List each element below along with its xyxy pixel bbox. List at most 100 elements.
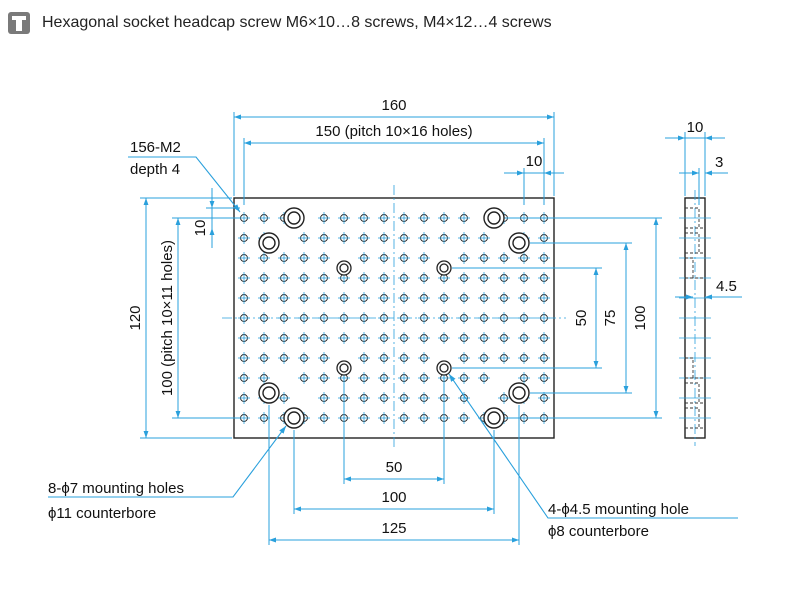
- tapped-hole: [238, 232, 250, 244]
- note-m6-line1: 8-ϕ7 mounting holes: [48, 480, 184, 497]
- tapped-hole: [418, 392, 430, 404]
- dim-thickness-label: 10: [687, 119, 704, 136]
- tapped-hole: [258, 292, 270, 304]
- tapped-hole: [458, 372, 470, 384]
- header: Hexagonal socket headcap screw M6×10…8 s…: [8, 10, 552, 36]
- tapped-hole: [278, 292, 290, 304]
- tapped-hole: [318, 252, 330, 264]
- tapped-hole: [538, 392, 550, 404]
- tapped-hole: [518, 352, 530, 364]
- tapped-hole: [238, 352, 250, 364]
- tapped-hole: [398, 252, 410, 264]
- tapped-hole: [458, 332, 470, 344]
- tapped-hole: [258, 312, 270, 324]
- tapped-hole: [318, 232, 330, 244]
- tapped-hole: [418, 252, 430, 264]
- tapped-hole: [238, 332, 250, 344]
- tapped-hole: [338, 312, 350, 324]
- dim-counterbore-depth-label: 4.5: [716, 278, 737, 295]
- tapped-hole: [458, 312, 470, 324]
- tapped-hole: [418, 232, 430, 244]
- tapped-hole: [478, 252, 490, 264]
- tapped-hole: [478, 352, 490, 364]
- side-view: 10 3 4.5: [665, 119, 742, 446]
- tapped-hole: [378, 312, 390, 324]
- tapped-hole: [238, 312, 250, 324]
- tapped-hole: [458, 272, 470, 284]
- tapped-hole: [278, 312, 290, 324]
- tapped-hole: [318, 352, 330, 364]
- tapped-hole: [538, 232, 550, 244]
- dim-m4-spacing-y-label: 50: [573, 310, 590, 327]
- tapped-hole: [478, 292, 490, 304]
- tapped-hole: [378, 352, 390, 364]
- tapped-hole: [358, 332, 370, 344]
- tapped-hole: [358, 372, 370, 384]
- m6-mounting-holes: [258, 207, 530, 429]
- tapped-hole: [278, 272, 290, 284]
- tapped-hole: [498, 352, 510, 364]
- tapped-hole: [398, 392, 410, 404]
- m4-hole: [436, 260, 452, 276]
- dim-m6-spacing-y-outer-label: 100: [632, 305, 649, 330]
- tapped-hole: [358, 292, 370, 304]
- m6-hole: [258, 382, 280, 404]
- tapped-hole: [538, 372, 550, 384]
- page-title: Hexagonal socket headcap screw M6×10…8 s…: [42, 14, 552, 31]
- tapped-hole: [398, 312, 410, 324]
- hidden-counterbore-top: [685, 207, 705, 279]
- tapped-hole: [538, 252, 550, 264]
- tapped-hole: [398, 352, 410, 364]
- tapped-hole: [298, 232, 310, 244]
- tapped-hole: [318, 312, 330, 324]
- tapped-hole: [458, 252, 470, 264]
- tapped-hole: [338, 332, 350, 344]
- tapped-hole: [378, 252, 390, 264]
- tapped-hole: [258, 372, 270, 384]
- tapped-hole: [518, 312, 530, 324]
- tapped-hole: [438, 292, 450, 304]
- dim-hole-pitch-height-label: 100 (pitch 10×11 holes): [159, 240, 176, 396]
- m6-hole: [258, 232, 280, 254]
- tapped-hole: [258, 332, 270, 344]
- tapped-hole: [318, 392, 330, 404]
- m6-hole: [508, 382, 530, 404]
- note-tapped-holes-line2: depth 4: [130, 161, 180, 178]
- tapped-hole: [498, 392, 510, 404]
- tapped-hole: [418, 312, 430, 324]
- tapped-hole: [318, 372, 330, 384]
- tapped-hole: [358, 212, 370, 224]
- tapped-hole: [538, 352, 550, 364]
- tapped-hole: [358, 252, 370, 264]
- m4-mounting-holes: [336, 260, 452, 376]
- tapped-hole: [278, 252, 290, 264]
- tapped-hole: [358, 232, 370, 244]
- tapped-hole: [318, 212, 330, 224]
- note-m4-line1: 4-ϕ4.5 mounting hole: [548, 501, 689, 518]
- tapped-hole: [278, 392, 290, 404]
- note-tapped-holes-line1: 156-M2: [130, 139, 181, 156]
- tapped-hole: [478, 312, 490, 324]
- tapped-hole: [398, 292, 410, 304]
- tapped-hole: [438, 312, 450, 324]
- tapped-hole: [258, 272, 270, 284]
- dim-overall-height-label: 120: [127, 305, 144, 330]
- tapped-hole: [258, 252, 270, 264]
- tapped-hole: [278, 352, 290, 364]
- tapped-hole: [258, 212, 270, 224]
- tapped-hole: [538, 272, 550, 284]
- tapped-hole: [418, 332, 430, 344]
- tapped-hole: [238, 392, 250, 404]
- tapped-hole: [238, 292, 250, 304]
- dim-pitch-x-label: 10: [526, 153, 543, 170]
- tapped-hole: [518, 292, 530, 304]
- tapped-hole: [518, 272, 530, 284]
- tapped-hole: [458, 232, 470, 244]
- tapped-hole: [338, 232, 350, 244]
- dim-overall-width-label: 160: [381, 97, 406, 114]
- tapped-hole: [298, 272, 310, 284]
- tapped-hole: [358, 272, 370, 284]
- tapped-hole: [378, 232, 390, 244]
- tapped-hole: [258, 412, 270, 424]
- tapped-hole: [238, 372, 250, 384]
